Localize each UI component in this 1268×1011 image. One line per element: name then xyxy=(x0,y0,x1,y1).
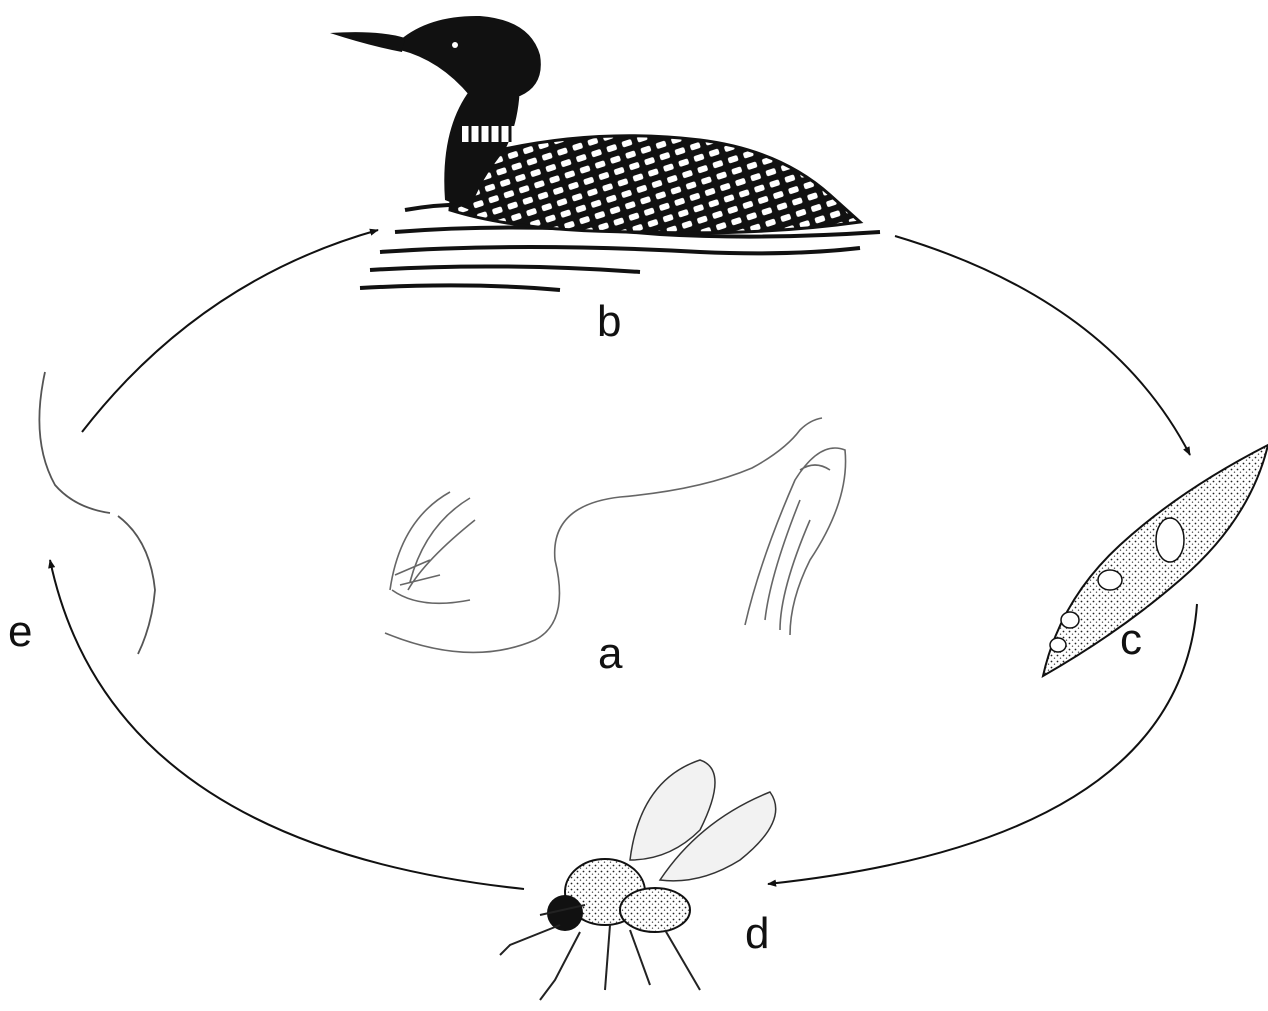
loon-body xyxy=(450,136,860,233)
loon-head xyxy=(400,16,541,96)
loon-eye xyxy=(452,42,458,48)
worm-illustration-a xyxy=(385,418,846,652)
label-e: e xyxy=(8,610,32,654)
fly-abdomen xyxy=(620,888,690,932)
label-a: a xyxy=(598,632,622,676)
label-b: b xyxy=(597,300,621,344)
label-d: d xyxy=(745,912,769,956)
cycle-arrows xyxy=(50,230,1197,889)
head-detail xyxy=(745,448,846,635)
larva-e-posterior xyxy=(118,516,155,654)
larva-e-anterior xyxy=(39,372,110,513)
larva-body xyxy=(1043,445,1268,676)
arrow-b-to-c xyxy=(895,236,1190,455)
tail-detail xyxy=(390,492,475,603)
adult-worm xyxy=(385,418,822,652)
arrow-e-to-b xyxy=(82,230,378,432)
larva-illustration-c xyxy=(1043,445,1268,676)
loon-illustration xyxy=(330,16,880,290)
fly-illustration-d xyxy=(500,760,776,1000)
label-c: c xyxy=(1120,618,1142,662)
arrow-d-to-e xyxy=(50,560,524,889)
loon-bill xyxy=(330,32,405,52)
